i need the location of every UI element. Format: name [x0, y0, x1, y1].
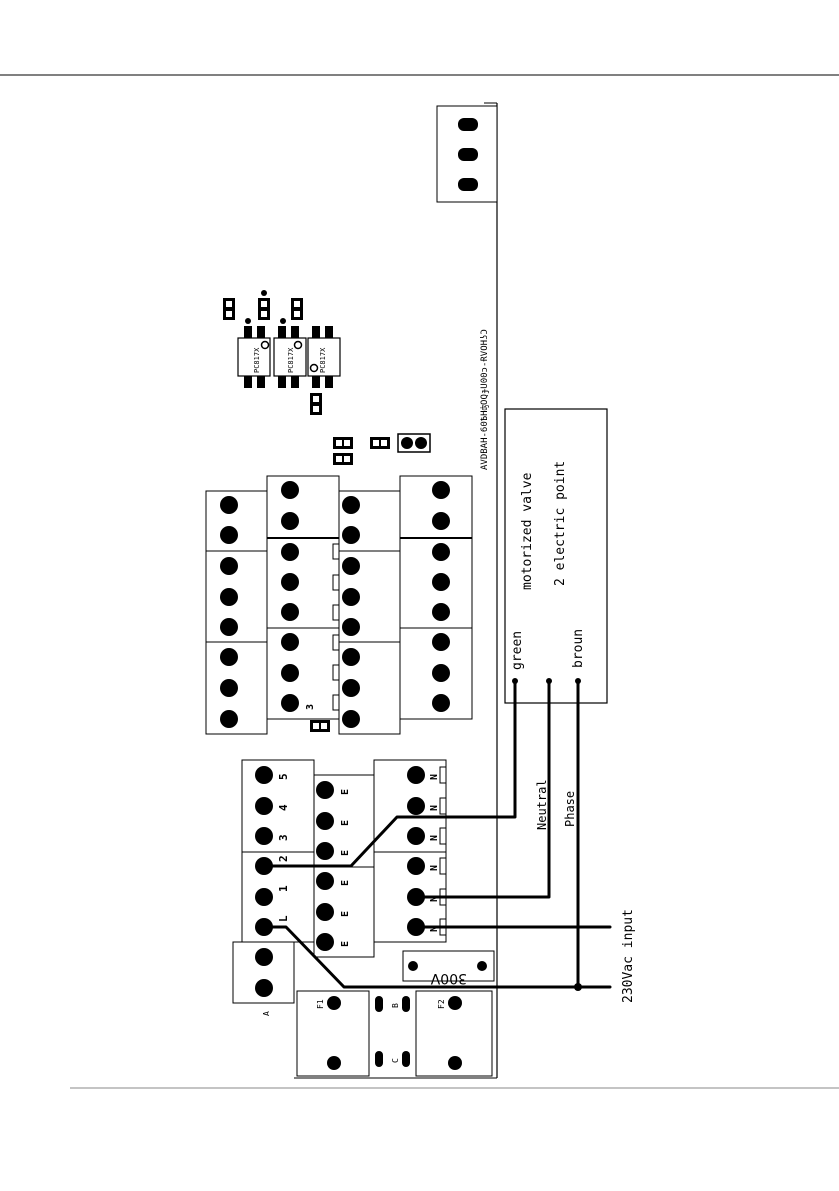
svg-text:E: E	[340, 880, 351, 886]
svg-text:PC817X: PC817X	[287, 347, 295, 373]
wire-junction	[574, 983, 582, 991]
svg-text:E: E	[340, 850, 351, 856]
motorized-valve-box: motorized valve 2 electric point green b…	[505, 409, 607, 703]
svg-text:L: L	[277, 915, 290, 922]
svg-text:3: 3	[305, 704, 316, 710]
svg-text:PC817X: PC817X	[319, 347, 327, 373]
svg-text:N: N	[429, 805, 440, 811]
valve-subtitle: 2 electric point	[553, 461, 568, 586]
svg-text:3: 3	[277, 834, 290, 841]
relay-block-column-4	[400, 476, 472, 719]
relay-block-column-3	[339, 491, 400, 734]
optocoupler-1: PC817X	[238, 326, 270, 388]
fuse-f2: F2	[416, 991, 492, 1076]
relay-block-column-2: 3	[267, 476, 339, 719]
svg-text:F2: F2	[437, 999, 446, 1009]
board-code: AVDBAH-60ѢHʤOQɟU00ɔ-ɌVОНʖƆ	[480, 329, 490, 470]
connector-a: A	[233, 942, 294, 1016]
relay-block-column-1	[206, 491, 267, 734]
optocoupler-3: PC817X	[308, 326, 340, 388]
valve-title: motorized valve	[520, 472, 535, 590]
svg-text:E: E	[340, 820, 351, 826]
capacitor-300v: 300V	[403, 951, 494, 986]
label-neutral: Neutral	[535, 779, 549, 830]
svg-text:E: E	[340, 911, 351, 917]
svg-text:E: E	[340, 941, 351, 947]
terminal-strip-neutral: N N N N N N	[374, 760, 446, 942]
smd-pads-mid	[333, 434, 430, 465]
terminal-strip-numbered: 5 4 3 2 1 L	[242, 760, 314, 942]
svg-text:E: E	[340, 789, 351, 795]
svg-text:300V: 300V	[430, 970, 467, 986]
svg-text:F1: F1	[316, 999, 325, 1009]
jumpers-bc: B C	[375, 996, 410, 1067]
svg-text:PC817X: PC817X	[253, 347, 261, 373]
svg-text:5: 5	[277, 773, 290, 780]
label-phase: Phase	[563, 791, 577, 827]
svg-text:N: N	[429, 865, 440, 871]
fuse-f1: F1	[297, 991, 369, 1076]
wire-label-broun: broun	[571, 629, 586, 668]
svg-text:C: C	[391, 1058, 400, 1063]
svg-text:N: N	[429, 774, 440, 780]
label-230vac-input: 230Vac input	[621, 909, 636, 1003]
svg-text:4: 4	[277, 804, 290, 811]
svg-text:2: 2	[277, 855, 290, 862]
svg-text:B: B	[391, 1003, 400, 1008]
svg-text:1: 1	[277, 885, 290, 892]
svg-text:N: N	[429, 835, 440, 841]
wire-label-green: green	[510, 631, 525, 670]
optocoupler-2: PC817X	[274, 326, 306, 388]
svg-text:A: A	[262, 1011, 271, 1016]
power-connector-top	[437, 106, 497, 202]
